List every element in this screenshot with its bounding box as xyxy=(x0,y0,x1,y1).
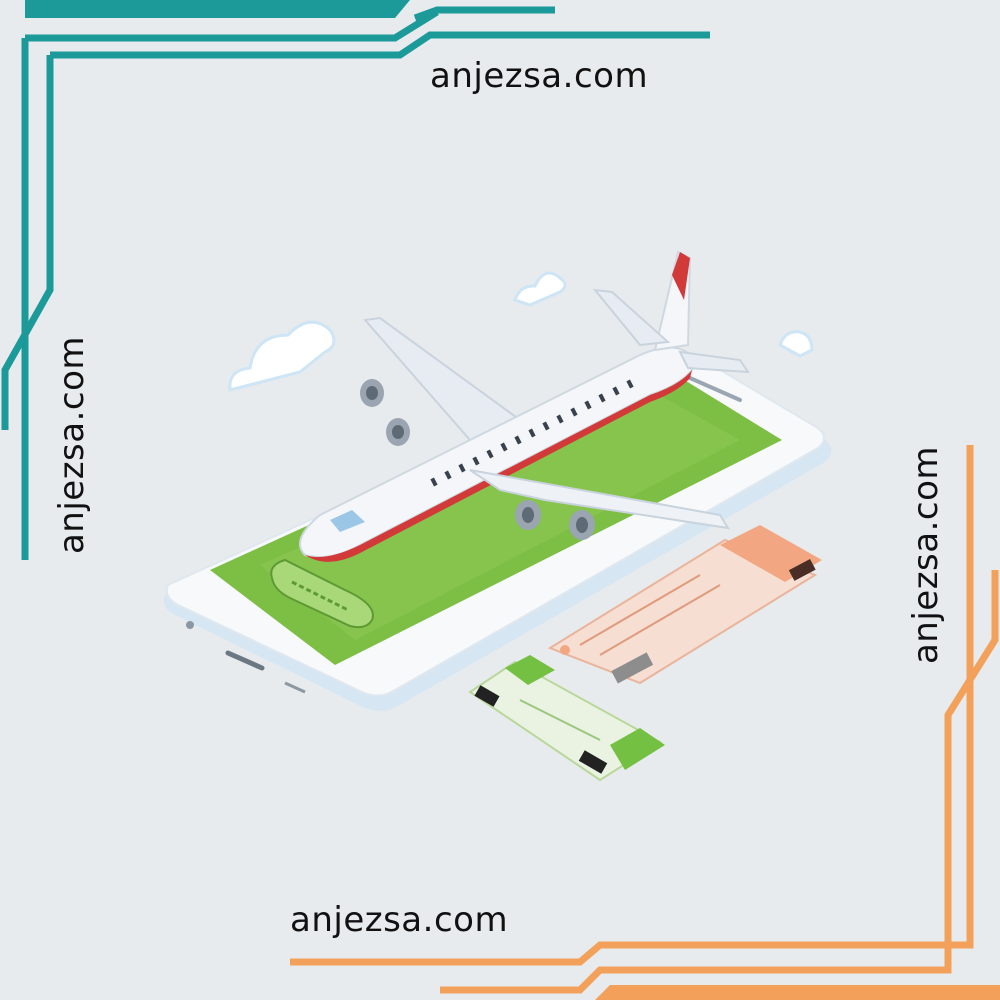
watermark-right: anjezsa.com xyxy=(906,445,946,665)
boarding-pass-icon-orange xyxy=(547,525,822,685)
teal-frame-lines xyxy=(1,0,710,560)
watermark-left: anjezsa.com xyxy=(52,335,92,555)
cloud-icon-small xyxy=(513,271,567,307)
cloud-icon xyxy=(228,320,336,392)
orange-frame-lines xyxy=(290,445,1000,1000)
boarding-pass-icon-green xyxy=(468,655,665,782)
watermark-top: anjezsa.com xyxy=(430,56,649,96)
cloud-icon-tiny xyxy=(778,330,814,358)
airplane-icon xyxy=(299,250,750,562)
smartphone-icon xyxy=(163,353,832,711)
airplane-windows xyxy=(430,379,634,487)
watermark-bottom: anjezsa.com xyxy=(290,900,509,940)
phone-screen-button xyxy=(270,558,374,629)
